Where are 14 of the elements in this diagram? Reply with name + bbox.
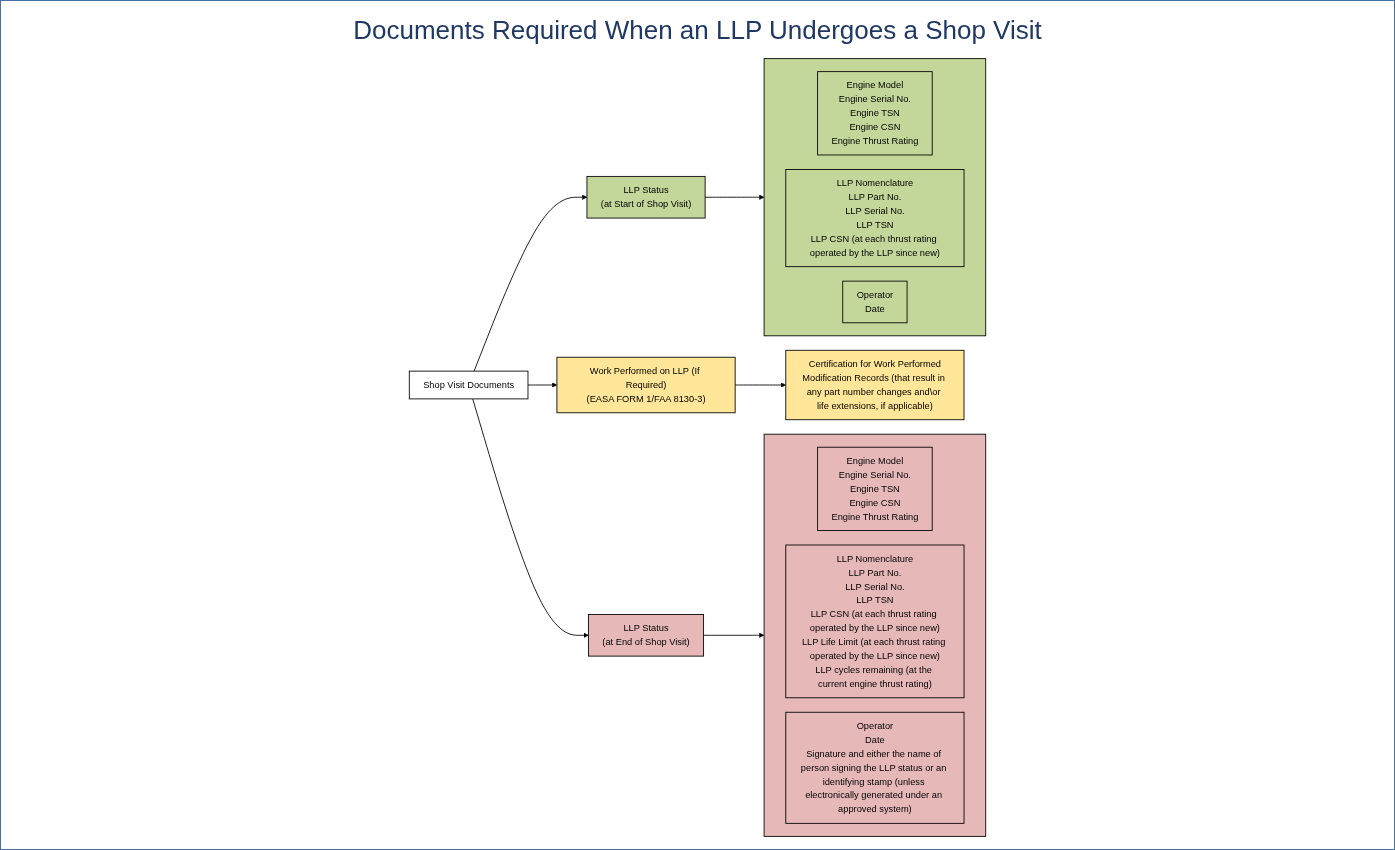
node-box: Shop Visit Documents [408,370,529,400]
node-box: LLP Nomenclature LLP Part No. LLP Serial No. LLP TSN LLP CSN (at each thrust rating operated by the LLP since new) [785,169,965,268]
node-box: Operator Date Signature and either the name of person signing the LLP status or an identifying stamp (unless electronically generated under an approved system) [785,711,965,824]
cluster [763,433,987,837]
node-box: LLP Status (at Start of Shop Visit) [586,175,706,219]
node-box: Operator Date [842,280,908,324]
cluster [763,58,987,337]
node-box: Certification for Work Performed Modification Records (that result in any part number changes and\or life extensions, if applicable) [785,349,965,421]
node-box: Engine Model Engine Serial No. Engine TSN Engine CSN Engine Thrust Rating [817,446,933,531]
diagram-title: Documents Required When an LLP Undergoes a Shop Visit [353,15,1042,46]
node-box: Work Performed on LLP (If Required) (EASA FORM 1/FAA 8130-3) [556,356,736,414]
node-box: LLP Nomenclature LLP Part No. LLP Serial No. LLP TSN LLP CSN (at each thrust rating operated by the LLP since new) LLP Life Limit (at each thrust rating operated by the LLP since new) LLP cycles remaining (at the current engine thrust rating) [785,544,965,699]
node-box: Engine Model Engine Serial No. Engine TSN Engine CSN Engine Thrust Rating [817,71,933,156]
node-box: LLP Status (at End of Shop Visit) [588,614,705,657]
